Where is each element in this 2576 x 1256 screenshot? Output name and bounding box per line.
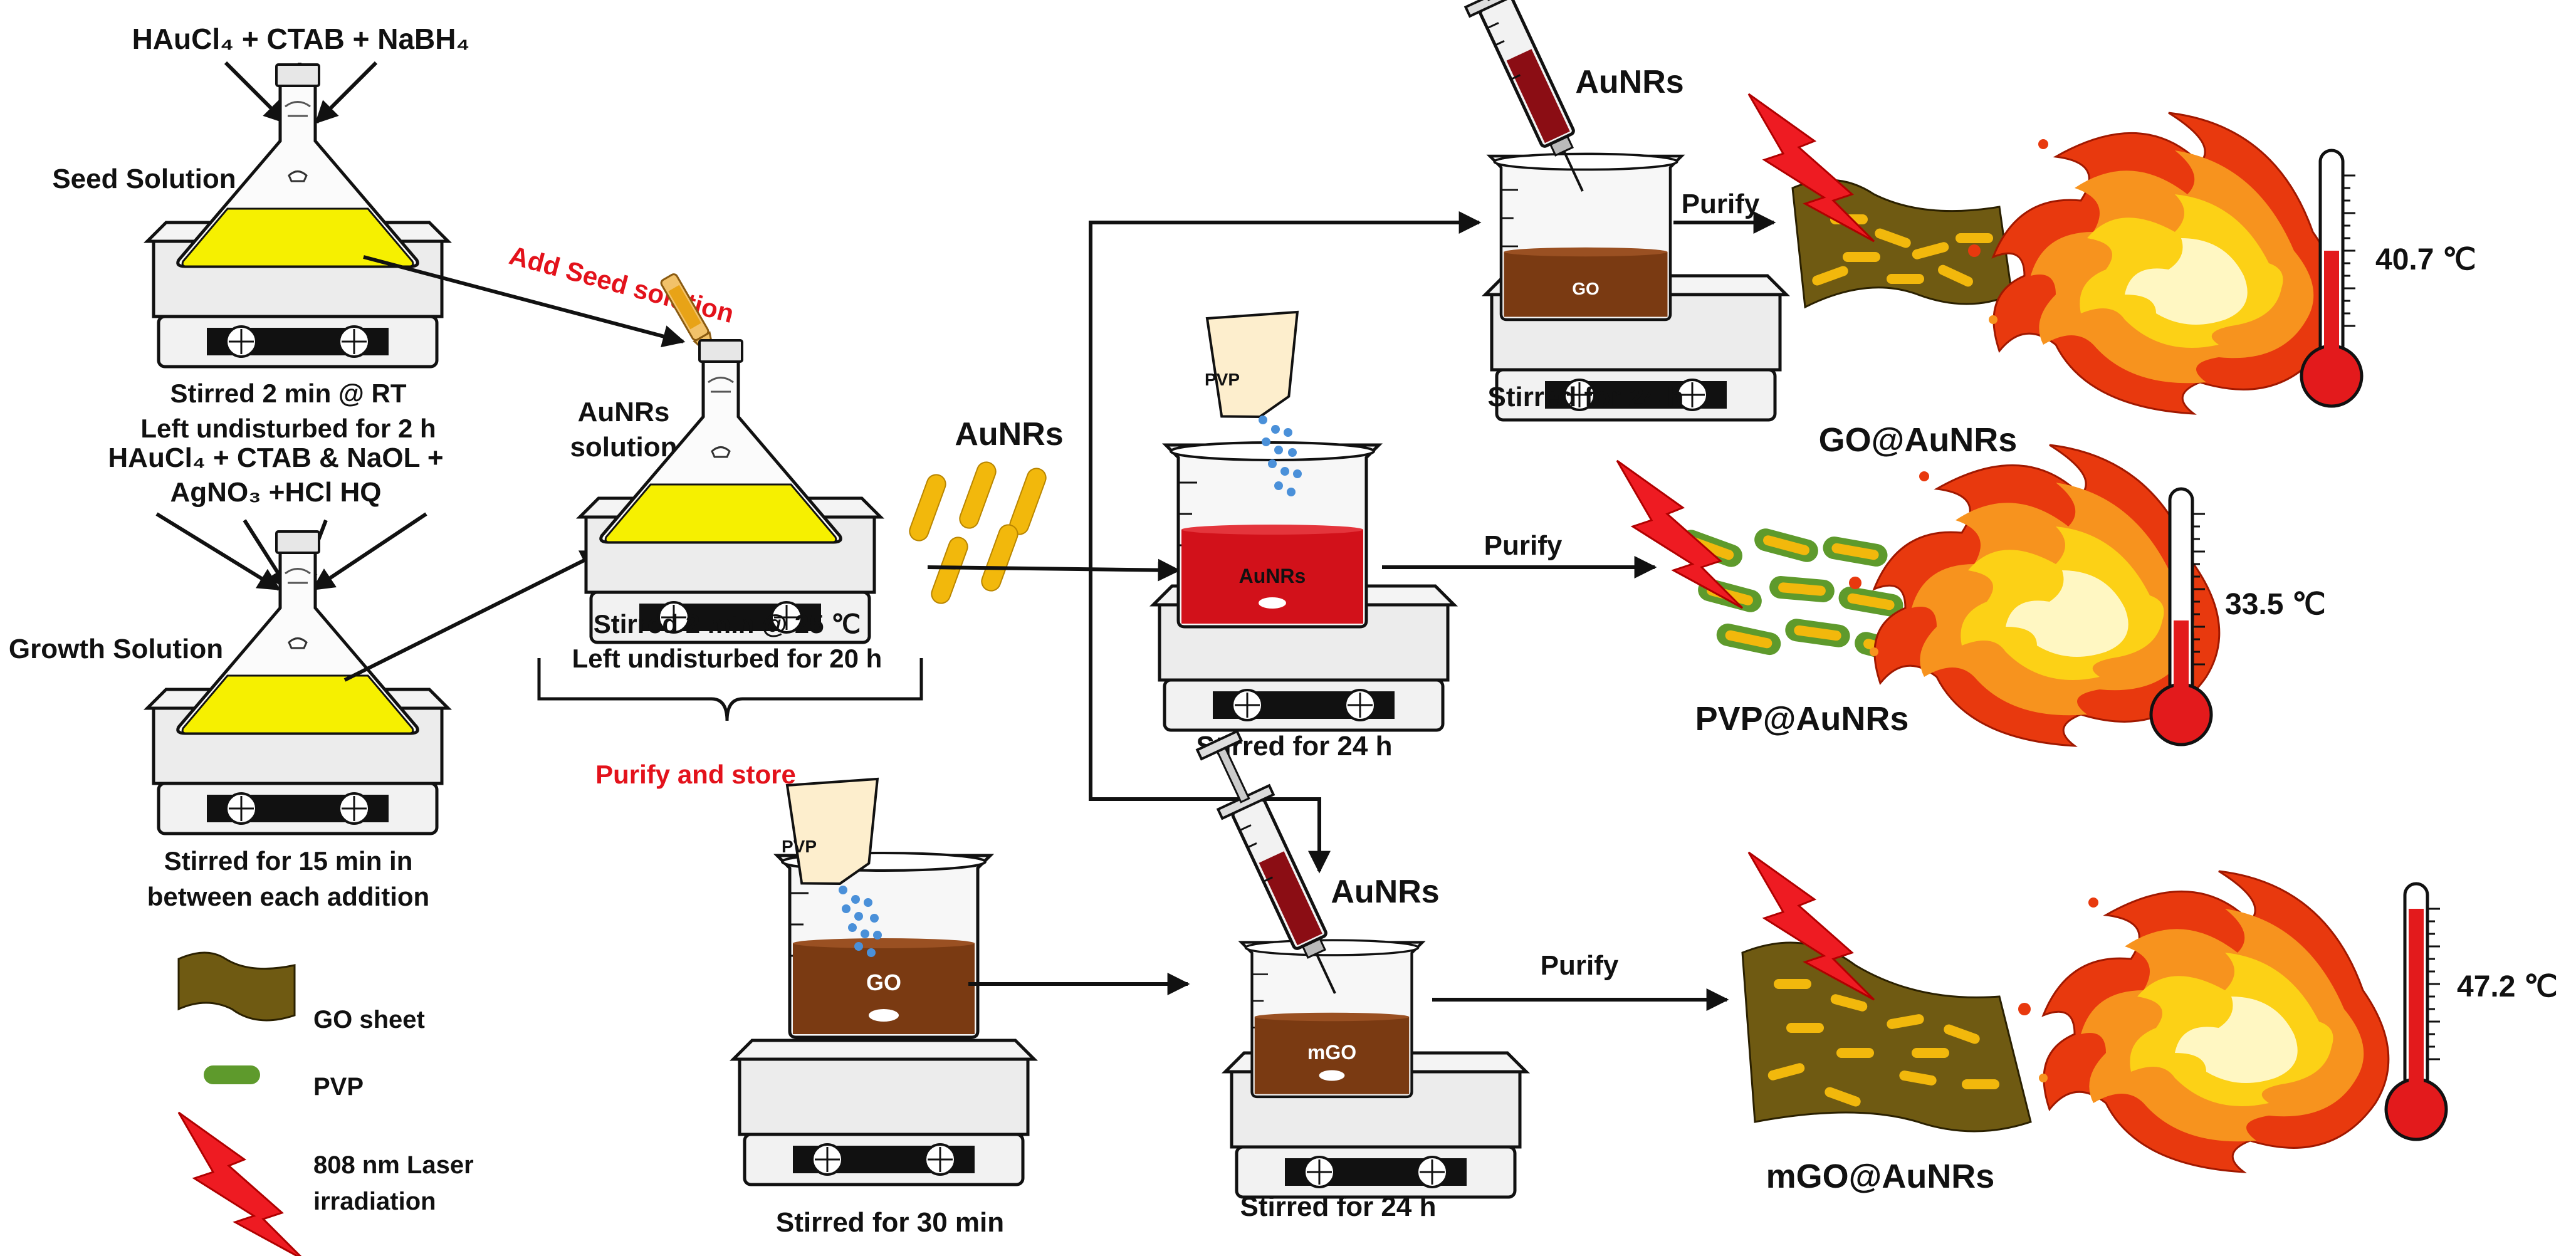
aunrs-caption-2: Left undisturbed for 20 h [572,644,882,673]
mgo-aunrs-label: AuNRs [1331,874,1439,910]
aunrs-caption-1: Stirred 2 min @ 25 ℃ [594,609,861,639]
aunrs-solution-label-2: solution [570,432,677,463]
seed-caption-1: Stirred 2 min @ RT [170,379,406,408]
legend-pvp-label: PVP [313,1073,364,1101]
purify-brace [537,658,923,721]
go-30-caption: Stirred for 30 min [776,1207,1004,1238]
legend-laser-icon [177,1111,305,1256]
legend-pvp-icon [204,1065,260,1084]
go-top-beaker [1490,154,1682,320]
go-temperature: 40.7 ℃ [2375,243,2476,276]
purify-and-store-label: Purify and store [595,760,796,789]
mgo-temperature: 47.2 ℃ [2457,970,2558,1003]
pvp-packet-bottom-label: PVP [782,837,817,856]
growth-caption-1: Stirred for 15 min in [164,846,413,876]
aunrs-solution-label-1: AuNRs [578,397,670,427]
mgo-caption: Stirred for 24 h [1240,1191,1437,1222]
pvp-product-label: PVP@AuNRs [1695,700,1909,738]
pvp-drops-bottom [839,886,882,957]
growth-solution-label: Growth Solution [9,634,223,664]
purify-bottom-label: Purify [1541,950,1619,981]
purify-top-label: Purify [1682,189,1760,219]
branch-arrows [927,211,1482,874]
pvp-mid-beaker [1166,442,1379,627]
pvp-thermometer [2151,489,2211,745]
aunrs-rods-label: AuNRs [955,416,1063,453]
seed-to-aunrs-arrow [363,255,686,348]
pvp-drops-mid [1259,416,1302,496]
legend: GO sheet PVP 808 nm Laser irradiation [177,951,474,1256]
legend-laser-label-2: irradiation [313,1188,436,1215]
growth-caption-2: between each addition [147,882,429,911]
mgo-beaker [1242,940,1423,1097]
growth-reagents-line-2: AgNO₃ +HCl HQ [170,477,382,508]
pvp-packet-mid [1189,295,1305,429]
legend-go-sheet-label: GO sheet [313,1006,425,1034]
purify-mid-label: Purify [1484,530,1563,561]
mgo-beaker-label: mGO [1307,1041,1356,1064]
seed-solution-label: Seed Solution [52,164,236,194]
go-top-caption: Stirred for 24 h [1488,382,1684,412]
go-30-hotplate [733,1040,1034,1185]
go-top-aunrs-label: AuNRs [1575,64,1683,100]
legend-laser-label-1: 808 nm Laser [313,1151,474,1179]
mgo-flame-icon [2017,870,2390,1173]
seed-caption-2: Left undisturbed for 2 h [140,414,436,443]
go-30-beaker [777,853,990,1037]
legend-go-sheet-icon [177,951,296,1022]
go-flame-icon [1967,112,2340,415]
growth-to-aunrs-arrow [343,550,604,682]
growth-reagents-line-1: HAuCl₄ + CTAB & NaOL + [108,442,443,473]
add-seed-solution-label: Add Seed solution [506,240,737,328]
go-thermometer [2301,150,2362,406]
pvp-packet-mid-label: PVP [1205,370,1240,389]
go-product-label: GO@AuNRs [1819,421,2018,459]
growth-flask [178,531,418,733]
mgo-aunrs-sheet [1741,941,2032,1133]
aunrs-rods-cluster [909,461,1047,604]
pvp-mid-beaker-label: AuNRs [1239,565,1306,587]
pvp-temperature: 33.5 ℃ [2225,588,2326,621]
mgo-thermometer [2386,884,2446,1139]
seed-reagents: HAuCl₄ + CTAB + NaBH₄ [132,23,470,55]
go-30-beaker-label: GO [866,970,901,995]
mgo-product-label: mGO@AuNRs [1766,1158,1995,1195]
go-top-beaker-label: GO [1572,279,1600,298]
